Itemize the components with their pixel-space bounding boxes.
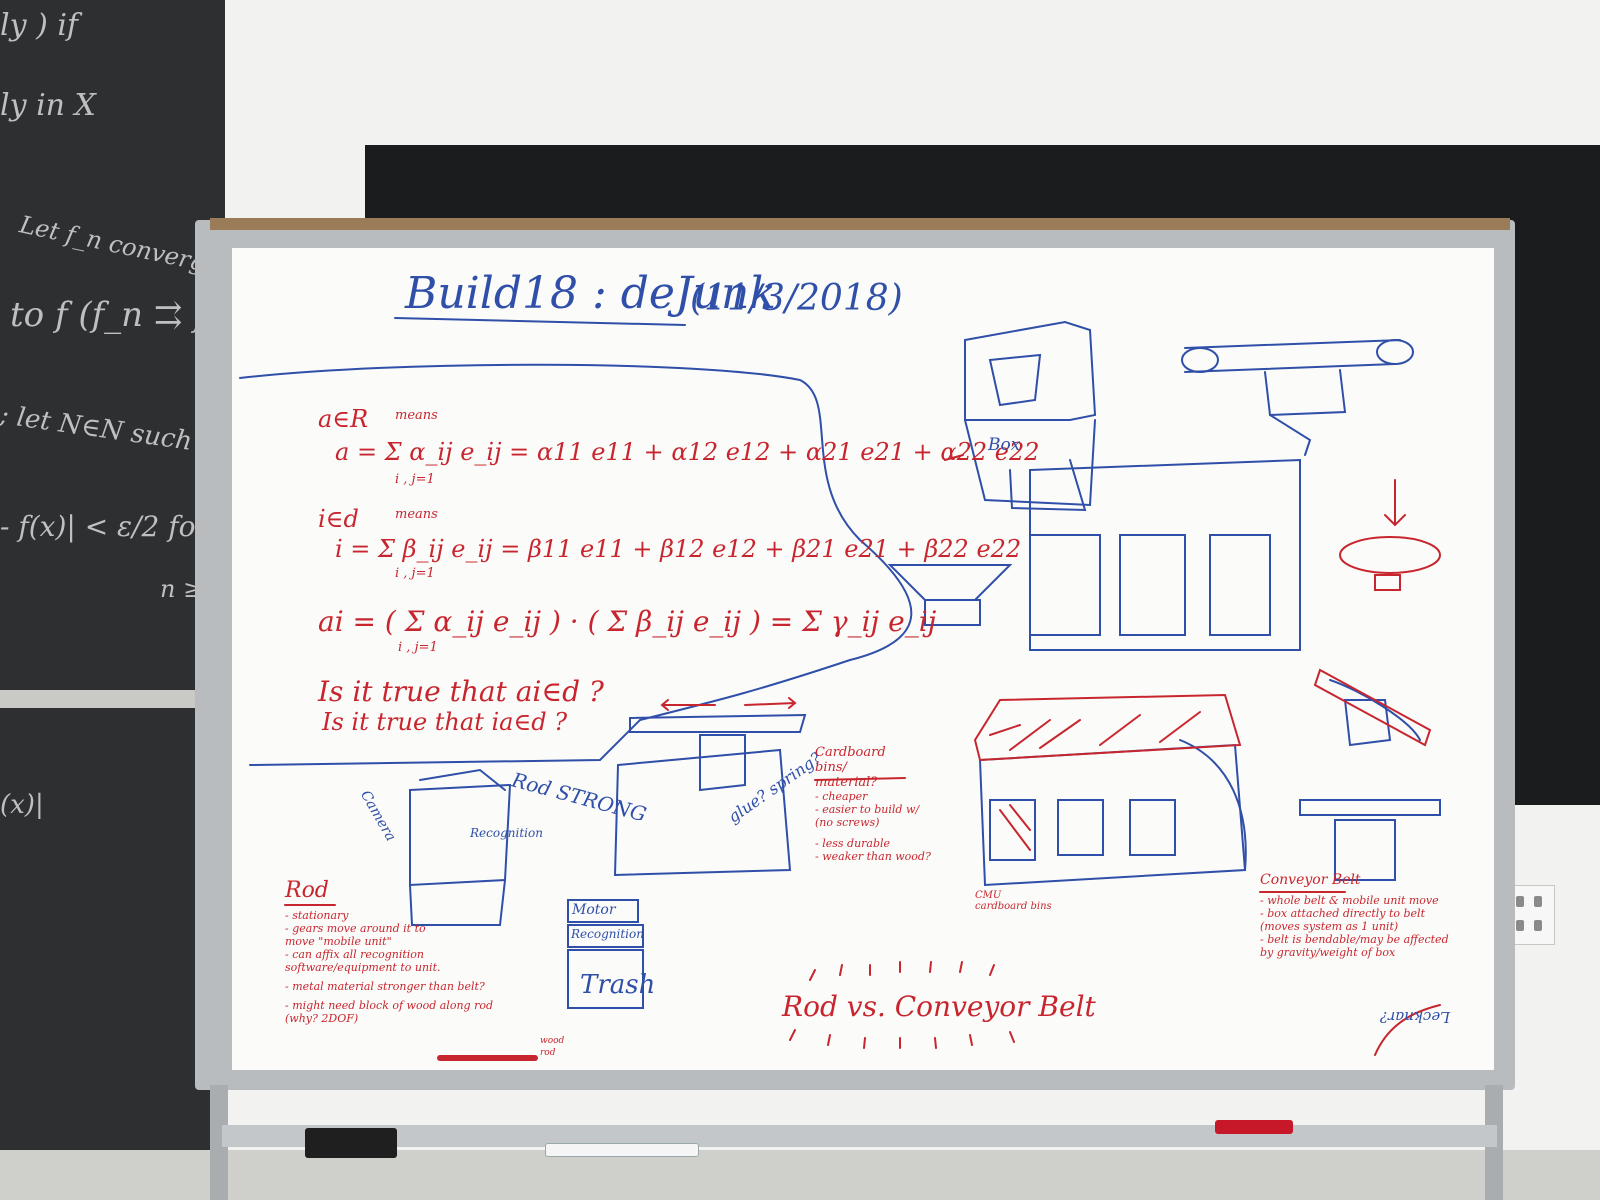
rod-note-item: - can affix all recognition software/equ… — [285, 948, 441, 974]
rod-legend-rod: rod — [540, 1048, 556, 1058]
chalk-line: ly in X — [0, 88, 96, 123]
rod-notes: Rod - stationary - gears move around it … — [285, 878, 535, 1025]
math-line3: ai = ( Σ α_ij e_ij ) · ( Σ β_ij e_ij ) =… — [318, 605, 937, 638]
rod-note-item: - gears move around it to move "mobile u… — [285, 922, 426, 948]
whiteboard-leg-left — [210, 1085, 228, 1200]
math-line1-sum: a = Σ α_ij e_ij = α11 e11 + α12 e12 + α2… — [335, 438, 1040, 466]
board-date: (11/3/2018) — [690, 278, 903, 319]
red-strokes — [284, 454, 1441, 1061]
rod-note-item: - stationary — [285, 909, 349, 922]
cardboard-note-item: - weaker than wood? — [815, 850, 931, 863]
box-label: Box — [988, 435, 1021, 455]
rod-legend-wood: wood — [540, 1036, 565, 1046]
cmu-bins-label: CMU cardboard bins — [975, 890, 1052, 912]
conveyor-note-item: - box attached directly to belt (moves s… — [1260, 907, 1425, 933]
cardboard-note-item: - easier to build w/ (no screws) — [815, 803, 920, 829]
math-line2-index: i , j=1 — [395, 566, 435, 581]
blue-marker[interactable] — [545, 1143, 699, 1157]
math-question-1: Is it true that ai∈d ? — [318, 675, 604, 708]
blue-strokes — [239, 317, 1441, 1009]
chalk-rail — [0, 690, 205, 708]
trash-label: Trash — [580, 970, 656, 1000]
cardboard-notes: Cardboard bins/ material? - cheaper - ea… — [815, 745, 931, 863]
board-title: Build18 : deJunk — [405, 268, 776, 319]
math-line2-head: i∈d — [318, 505, 359, 533]
rod-note-item: - might need block of wood along rod (wh… — [285, 999, 493, 1025]
cardboard-note-item: - cheaper — [815, 790, 868, 803]
recognition-stack-label: Recognition — [571, 927, 644, 941]
versus-heading: Rod vs. Conveyor Belt — [782, 990, 1096, 1023]
cardboard-note-item: - less durable — [815, 837, 891, 850]
math-line1-note: means — [395, 408, 438, 423]
math-line3-index: i , j=1 — [398, 640, 438, 655]
recognition-label: Recognition — [470, 826, 543, 840]
chalk-line: to f (f_n ⇉ f) — [10, 295, 220, 335]
rod-notes-heading: Rod — [285, 878, 329, 903]
red-marker[interactable] — [1215, 1120, 1293, 1134]
whiteboard-surface — [232, 248, 1494, 1070]
cardboard-notes-heading: Cardboard bins/ material? — [815, 745, 886, 790]
floor — [0, 1150, 1600, 1200]
chalk-line: (x)| — [0, 790, 44, 820]
conveyor-note-item: - belt is bendable/may be affected by gr… — [1260, 933, 1449, 959]
chalk-line: ly ) if — [0, 8, 79, 43]
math-question-2: Is it true that ia∈d ? — [322, 708, 568, 736]
signature: Lecknar? — [1380, 1008, 1451, 1026]
math-line2-note: means — [395, 507, 438, 522]
conveyor-notes: Conveyor Belt - whole belt & mobile unit… — [1260, 872, 1460, 959]
conveyor-note-item: - whole belt & mobile unit move — [1260, 894, 1439, 907]
rod-note-item: - metal material stronger than belt? — [285, 980, 485, 993]
conveyor-notes-heading: Conveyor Belt — [1260, 872, 1361, 888]
eraser[interactable] — [305, 1128, 397, 1158]
whiteboard-top-trim — [210, 218, 1510, 230]
motor-label: Motor — [572, 902, 616, 918]
marker-tray — [222, 1125, 1497, 1147]
math-line2-sum: i = Σ β_ij e_ij = β11 e11 + β12 e12 + β2… — [335, 535, 1022, 563]
math-line1-index: i , j=1 — [395, 472, 435, 487]
math-line1-head: a∈R — [318, 405, 369, 433]
